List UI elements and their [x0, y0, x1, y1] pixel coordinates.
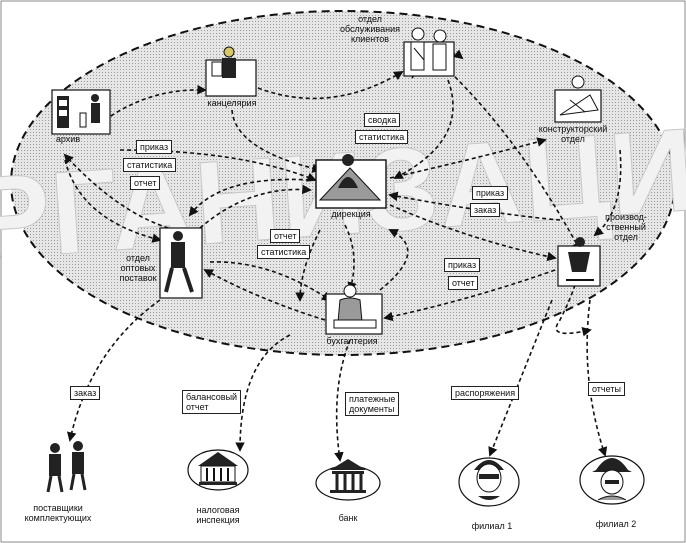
archive-icon [51, 89, 111, 135]
tag-report: отчет [448, 276, 479, 290]
tax-office-label: налоговая инспекция [196, 505, 240, 525]
arrow-accounting-bank [334, 339, 351, 462]
wholesale-icon [159, 227, 203, 299]
directorate-label: дирекция [331, 209, 371, 219]
suppliers-icon [46, 441, 87, 493]
client-service-label: отдел обслуживания клиентов [339, 14, 401, 44]
arrow-production-branch1 [488, 299, 553, 457]
design-office-icon [554, 75, 602, 123]
accounting-label: бухгалтерия [326, 336, 378, 346]
arrow-archive-chancellery [104, 84, 207, 121]
bank-icon [315, 459, 381, 501]
tag-statistics: статистика [123, 158, 177, 172]
tag-order: приказ [444, 258, 481, 272]
arrow-production-loop [555, 284, 592, 337]
arrow-production-branch2 [586, 299, 608, 457]
tag-report: отчет [270, 229, 301, 243]
tag-reports: отчеты [588, 382, 625, 396]
production-label: производ- ственный отдел [605, 212, 647, 242]
tag-report: отчет [130, 176, 161, 190]
tag-order-request: заказ [470, 203, 501, 217]
suppliers-label: поставщики комплектующих [24, 503, 92, 523]
client-service-icon [403, 27, 455, 77]
tag-order: приказ [472, 186, 509, 200]
arrow-accounting-tax [235, 334, 291, 452]
archive-label: архив [55, 134, 81, 144]
arrow-wholesale-directorate [199, 184, 312, 229]
tag-order: приказ [136, 140, 173, 154]
tag-statistics: статистика [355, 130, 409, 144]
arrow-chancellery-directorate [231, 109, 322, 173]
arrow-accounting-wholesale [203, 269, 326, 321]
arrow-directorate-design [389, 137, 547, 179]
tag-directives: распоряжения [451, 386, 520, 400]
bank-label: банк [338, 513, 358, 523]
chancellery-icon [205, 46, 257, 97]
branch2-icon [579, 455, 645, 505]
arrow-wholesale-accounting [209, 261, 332, 302]
arrow-clients-directorate [393, 79, 454, 179]
wholesale-label: отдел оптовых поставок [119, 253, 157, 283]
arrow-design-production [593, 149, 622, 237]
branch2-label: филиал 2 [595, 519, 637, 529]
directorate-icon [315, 154, 387, 209]
design-office-label: конструкторский отдел [538, 124, 608, 144]
accounting-icon [325, 284, 383, 335]
arrow-clients-production [449, 71, 581, 252]
arrow-wholesale-suppliers [66, 299, 161, 442]
branch1-icon [458, 457, 520, 507]
tag-balance-report: балансовый отчет [182, 390, 242, 414]
arrow-production-accounting [383, 269, 556, 322]
arrow-directorate-accounting-2 [295, 229, 321, 302]
tax-office-icon [187, 449, 249, 491]
tag-order-request: заказ [70, 386, 101, 400]
arrow-accounting-directorate [379, 229, 409, 291]
arrow-chancellery-clients [257, 71, 404, 100]
production-icon [557, 237, 601, 287]
branch1-label: филиал 1 [471, 521, 513, 531]
tag-summary: сводка [364, 113, 401, 127]
tag-statistics: статистика [257, 245, 311, 259]
chancellery-label: канцелярия [207, 98, 257, 108]
tag-payment-documents: платежные документы [345, 392, 400, 416]
arrow-directorate-production [389, 204, 557, 262]
arrow-archive-wholesale [64, 159, 162, 243]
